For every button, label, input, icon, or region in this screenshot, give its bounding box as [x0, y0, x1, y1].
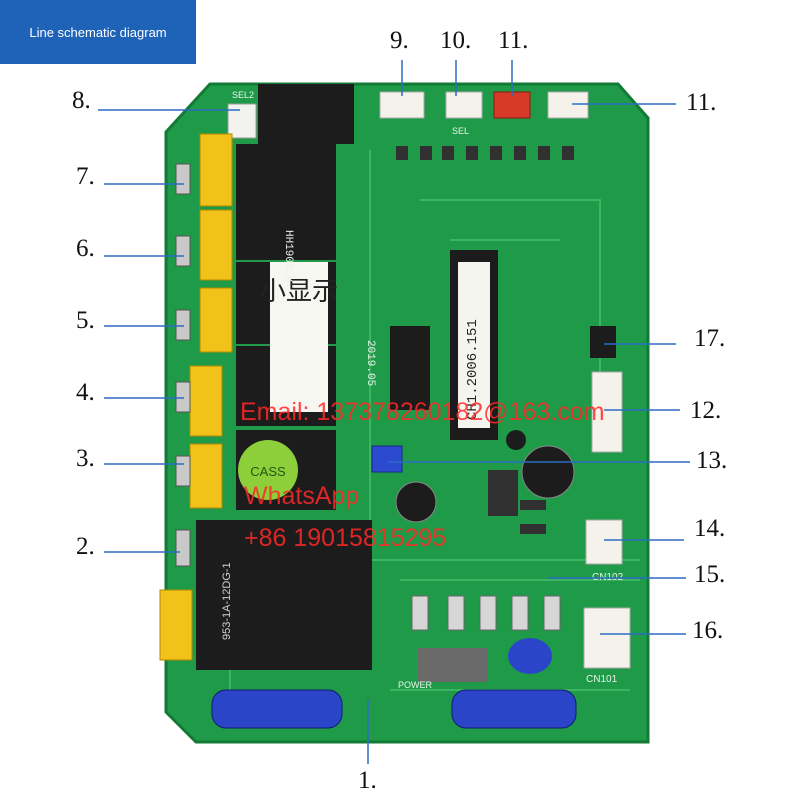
blue-fuse-left [211, 689, 343, 729]
callout-5: 5. [76, 307, 95, 334]
callout-1: 1. [358, 767, 377, 794]
board-model-text: HH1908.X [282, 230, 294, 283]
smd-components [396, 146, 574, 534]
callout-12: 12. [690, 397, 722, 424]
sel1-text: SEL [452, 126, 469, 136]
watermark-phone: +86 19015815295 [244, 524, 447, 552]
callout-4: 4. [76, 379, 95, 406]
date-text: 2019.05 [364, 340, 376, 386]
cert-sticker [238, 440, 298, 500]
capacitor-large [521, 445, 575, 499]
callout-6: 6. [76, 235, 95, 262]
connector-13 [371, 445, 403, 473]
label-sticker [270, 262, 328, 412]
mcu-label [458, 262, 490, 428]
connector-8 [227, 103, 257, 139]
capacitor-small [395, 481, 437, 523]
main-relay [196, 520, 372, 670]
connector-16 [583, 607, 631, 669]
callout-2: 2. [76, 533, 95, 560]
callout-11-top: 11. [498, 27, 529, 54]
callout-3: 3. [76, 445, 95, 472]
yellow-terminals [159, 133, 233, 661]
callout-10: 10. [440, 27, 472, 54]
callout-14: 14. [694, 515, 726, 542]
capacitor-tiny [506, 430, 526, 450]
callout-8: 8. [72, 87, 91, 114]
main-relay-text: 953-1A-12DG-1 [221, 562, 233, 640]
connector-17 [590, 326, 616, 358]
power-text: POWER [398, 680, 433, 690]
callout-11-right: 11. [686, 89, 717, 116]
varistor [508, 638, 552, 674]
callout-7: 7. [76, 163, 95, 190]
callout-9: 9. [390, 27, 409, 54]
title-banner: Line schematic diagram [0, 0, 196, 64]
screw-terminals [175, 163, 191, 567]
label-sticker-text: 小显示 [260, 277, 338, 307]
watermark-whatsapp: WhatsApp [244, 482, 360, 510]
callout-15: 15. [694, 561, 726, 588]
callout-13: 13. [696, 447, 728, 474]
callout-17: 17. [694, 325, 726, 352]
connector-14 [585, 519, 623, 565]
blue-fuse-right [451, 689, 577, 729]
connector-10 [445, 91, 483, 119]
connector-12 [591, 371, 623, 453]
callout-leaders [98, 60, 690, 764]
connector-11-red [493, 91, 531, 119]
sel-text: SEL2 [232, 90, 254, 100]
cn101-text: CN101 [586, 674, 618, 685]
watermark-email: Email: 13737826018​2@163.com [240, 398, 605, 426]
fuse [418, 648, 488, 682]
relay-top [258, 84, 354, 144]
n-terminals [411, 595, 561, 631]
mcu-label-text: CH1.2006.151 [465, 319, 481, 420]
connector-11 [547, 91, 589, 119]
ic-u2 [390, 326, 430, 410]
cert-sticker-text: CASS [250, 464, 286, 479]
callout-16: 16. [692, 617, 724, 644]
